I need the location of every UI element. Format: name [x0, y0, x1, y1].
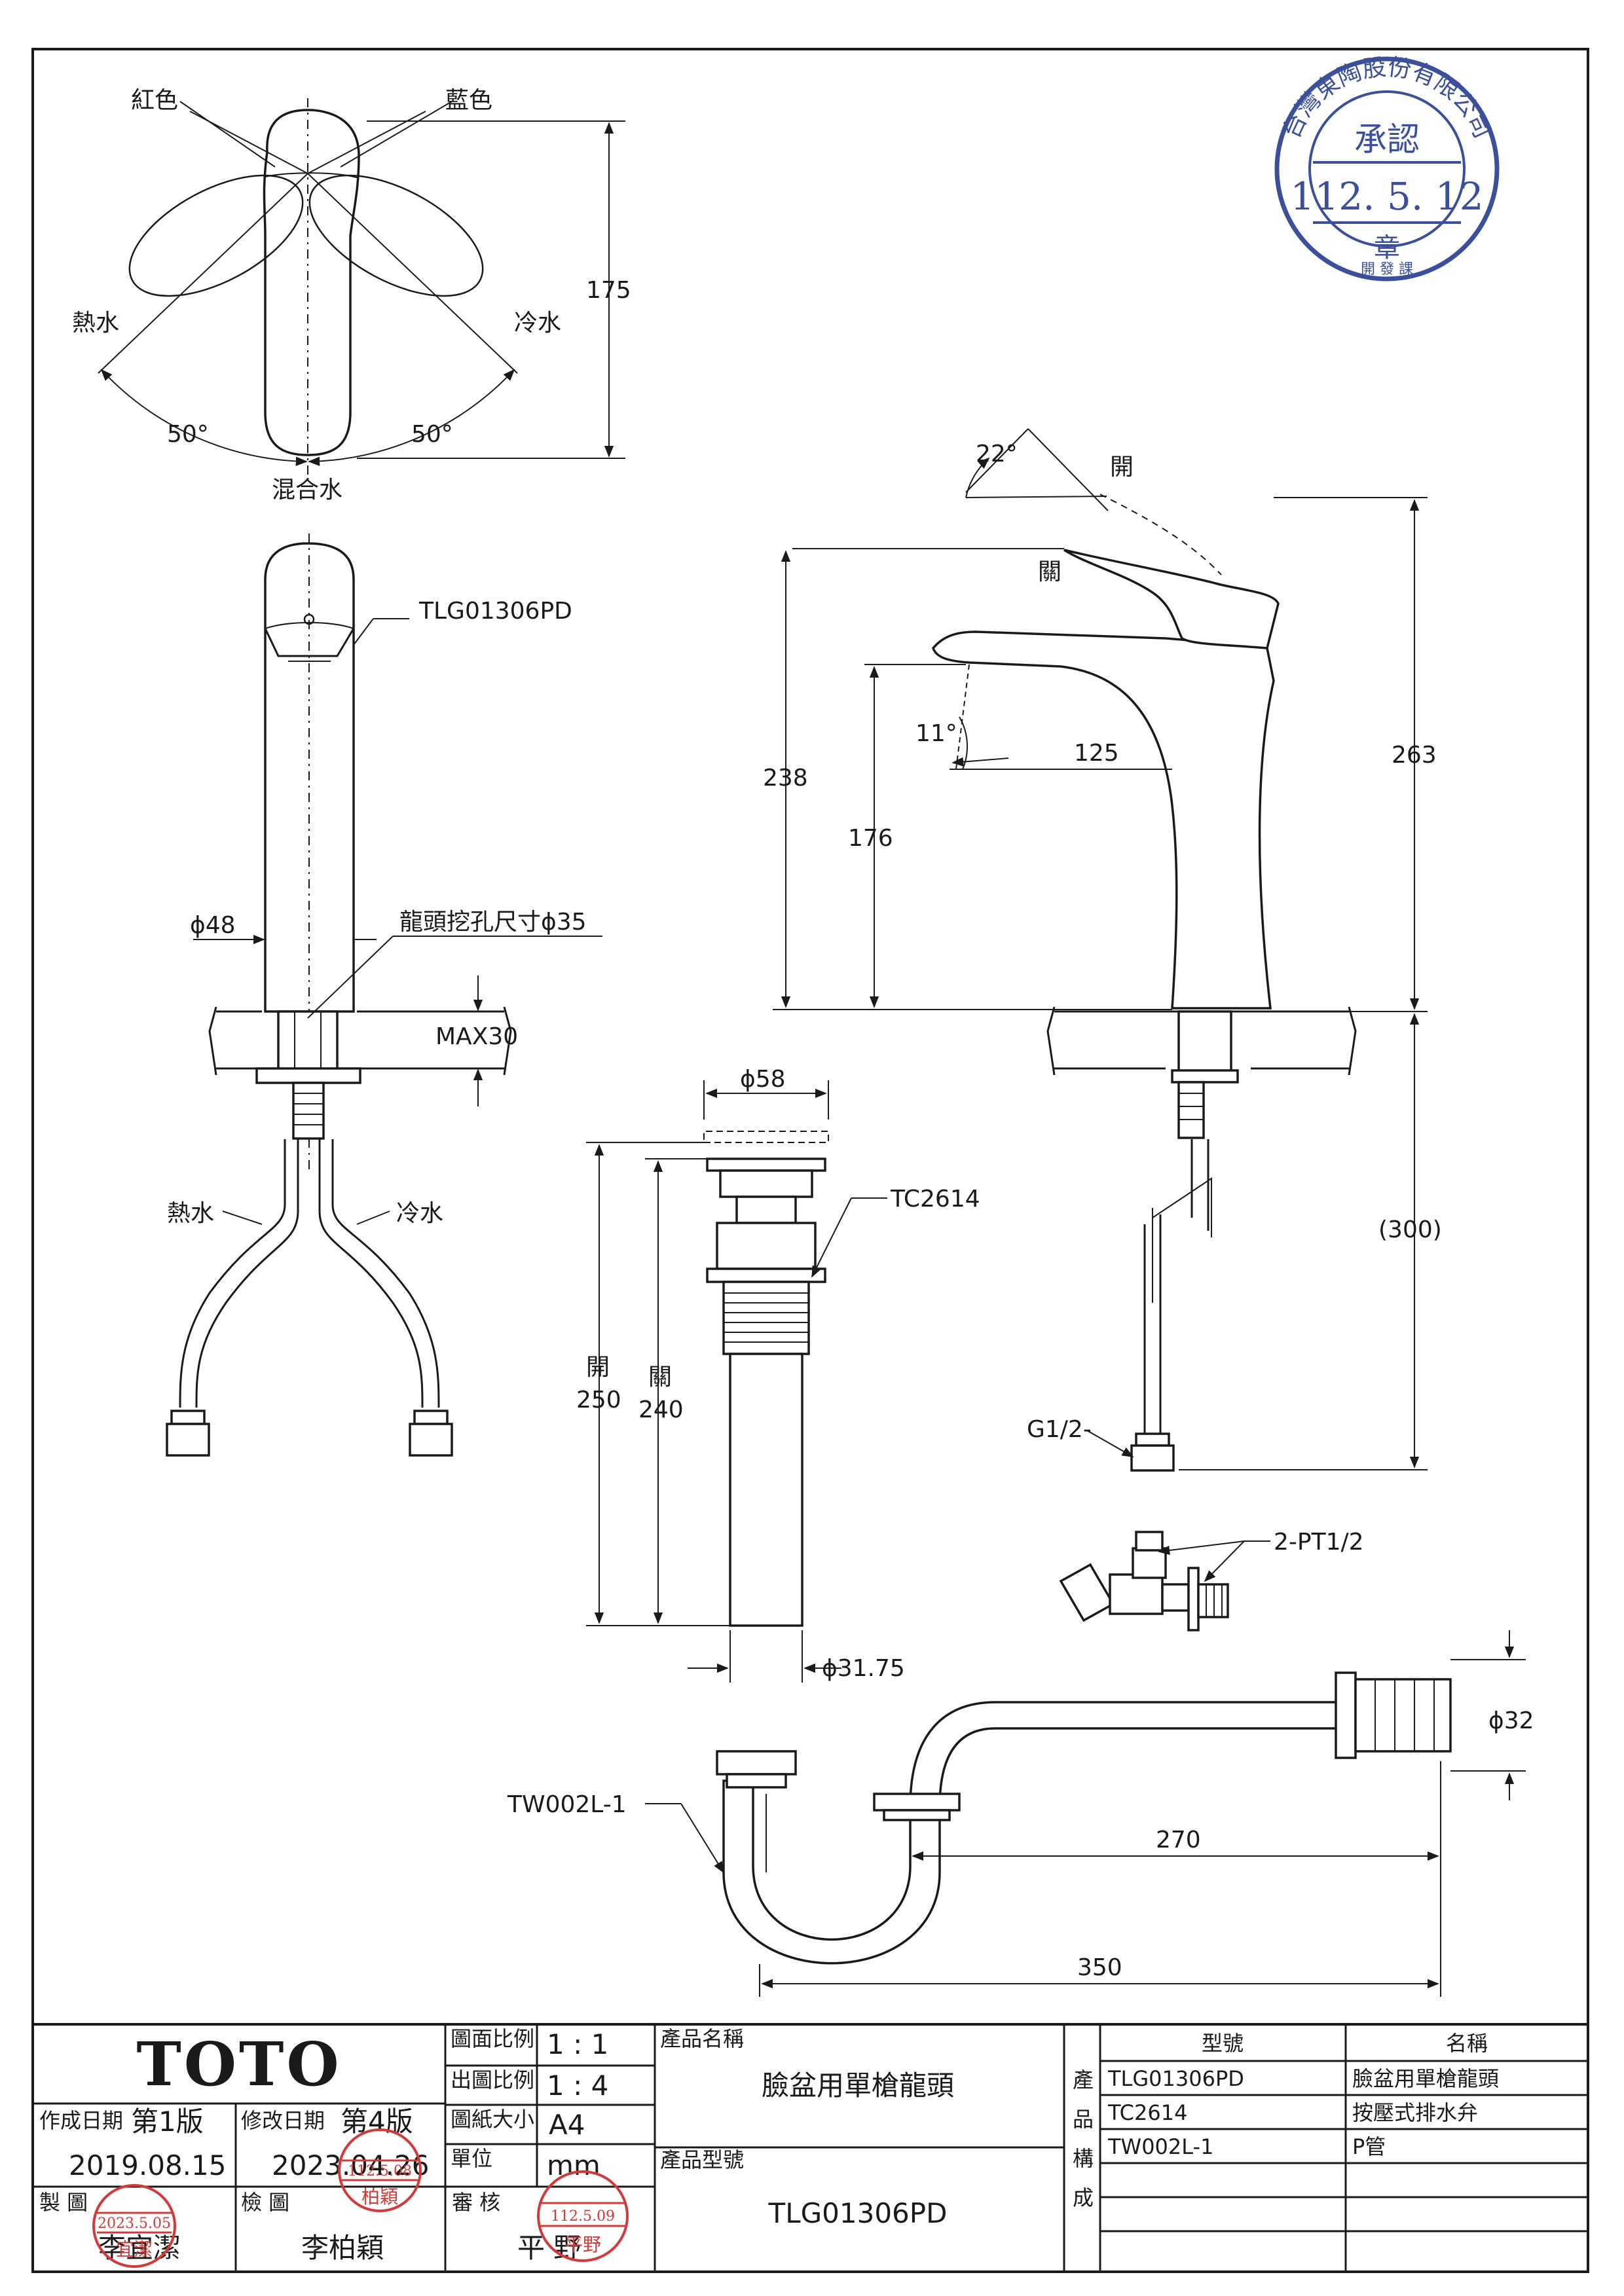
paper-value: A4: [549, 2109, 585, 2141]
label-open: 開: [1110, 454, 1134, 481]
label-angle-left: 50°: [167, 421, 209, 448]
checked-name: 李柏穎: [301, 2232, 384, 2264]
approved-label: 審 核: [452, 2190, 500, 2215]
col-name-header: 名稱: [1446, 2031, 1488, 2056]
stamp-approved: 112.5.09 平野: [537, 2170, 629, 2262]
stamp-title: 承認: [1354, 120, 1420, 158]
label-g12: G1/2-: [1027, 1416, 1092, 1443]
label-red: 紅色: [131, 87, 178, 114]
angle-valve: 2-PT1/2: [1059, 1529, 1364, 1631]
stamp-dept: 開 發 課: [1361, 261, 1413, 278]
label-close: 關: [1038, 558, 1061, 585]
stamp-date: 112. 5. 12: [1290, 174, 1483, 219]
dim-max30: MAX30: [435, 1023, 518, 1050]
trap-model-label: TW002L-1: [507, 1791, 627, 1818]
scale-value: 1 : 1: [547, 2028, 608, 2060]
front-cold-label: 冷水: [396, 1200, 443, 1227]
svg-text:112.5.08: 112.5.08: [348, 2163, 412, 2179]
top-view: 紅色 藍色 熱水 冷水 50° 50° 混合水 175: [72, 87, 631, 503]
valve-label: 2-PT1/2: [1274, 1529, 1364, 1556]
label-angle-right: 50°: [411, 421, 453, 448]
label-drain-close: 關: [648, 1364, 672, 1391]
modified-label: 修改日期: [241, 2108, 325, 2133]
dim-angle-11: 11°: [915, 720, 957, 747]
dim-270: 270: [1156, 1827, 1201, 1853]
checked-label: 檢 圖: [241, 2190, 289, 2215]
dim-240: 240: [638, 1396, 684, 1423]
unit-value: mm: [547, 2149, 600, 2181]
stamp-drawn: 2023.5.05 宜潔: [92, 2184, 176, 2268]
hole-size-label: 龍頭挖孔尺寸ϕ35: [399, 909, 587, 936]
dim-angle-22: 22°: [976, 441, 1018, 467]
svg-text:柏穎: 柏穎: [361, 2186, 398, 2208]
drain-model-label: TC2614: [890, 1186, 980, 1212]
svg-text:2023.5.05: 2023.5.05: [98, 2215, 171, 2232]
created-date: 2019.08.15: [69, 2149, 226, 2181]
drawn-label: 製 圖: [39, 2190, 88, 2215]
stamp-seal: 章: [1374, 233, 1400, 263]
front-view: TLG01306PD ϕ48 龍頭挖孔尺寸ϕ35 MAX30 熱水 冷水: [166, 534, 602, 1457]
col-model-header: 型號: [1202, 2031, 1244, 2056]
unit-label: 單位: [451, 2146, 492, 2171]
scale-label: 圖面比例: [451, 2026, 534, 2051]
product-model: TLG01306PD: [768, 2197, 948, 2229]
label-blue: 藍色: [445, 87, 492, 114]
side-view: 22° 開 關 11° 125 238 176 263 (300) G1/2-: [763, 428, 1442, 1472]
created-version: 第1版: [131, 2105, 204, 2138]
composition-label: 產品構成: [1069, 2069, 1094, 2226]
label-cold: 冷水: [514, 310, 561, 337]
title-block: TOTO 作成日期 第1版 2019.08.15 修改日期 第4版 2023.0…: [31, 2023, 1589, 2273]
dim-250: 250: [576, 1387, 621, 1413]
dim-phi32: ϕ32: [1488, 1707, 1534, 1734]
modified-version: 第4版: [341, 2105, 413, 2138]
label-drain-open: 開: [586, 1354, 610, 1381]
toto-logo: TOTO: [136, 2029, 341, 2100]
modified-date: 2023.04.26: [272, 2149, 429, 2181]
print-scale-value: 1 : 4: [547, 2069, 608, 2102]
svg-text:112.5.09: 112.5.09: [551, 2208, 615, 2225]
product-name: 臉盆用單槍龍頭: [762, 2069, 954, 2102]
label-mixed: 混合水: [272, 477, 342, 503]
created-label: 作成日期: [39, 2108, 123, 2133]
dim-176: 176: [848, 825, 893, 852]
row1-model: TLG01306PD: [1107, 2066, 1244, 2091]
front-model-label: TLG01306PD: [418, 598, 572, 625]
product-name-label: 產品名稱: [660, 2026, 744, 2051]
dim-phi48: ϕ48: [190, 912, 236, 939]
row2-model: TC2614: [1107, 2100, 1187, 2125]
row3-model: TW002L-1: [1107, 2134, 1213, 2159]
dim-125: 125: [1074, 740, 1119, 767]
row1-name: 臉盆用單槍龍頭: [1352, 2066, 1499, 2091]
stamp-checked: 112.5.08 柏穎: [338, 2128, 422, 2212]
dim-175: 175: [586, 277, 631, 304]
dim-238: 238: [763, 765, 808, 792]
dim-263: 263: [1392, 742, 1437, 769]
paper-label: 圖紙大小: [451, 2107, 534, 2132]
front-hot-label: 熱水: [167, 1200, 214, 1227]
p-trap: TW002L-1 ϕ32 270 350: [507, 1630, 1534, 1997]
dim-300: (300): [1378, 1216, 1442, 1243]
print-scale-label: 出圖比例: [451, 2068, 534, 2092]
label-hot: 熱水: [72, 310, 119, 337]
approval-stamp: 台灣東陶股份有限公司 承認 112. 5. 12 章 開 發 課: [1274, 54, 1500, 282]
dim-phi58: ϕ58: [740, 1066, 786, 1093]
drain-view: ϕ58 TC2614 開 250 關 240 ϕ31.75: [576, 1066, 980, 1683]
row2-name: 按壓式排水弁: [1352, 2100, 1478, 2125]
row3-name: P管: [1352, 2134, 1386, 2159]
dim-350: 350: [1077, 1954, 1122, 1981]
svg-text:宜潔: 宜潔: [116, 2238, 153, 2260]
product-model-label: 產品型號: [660, 2147, 744, 2172]
svg-text:平野: 平野: [564, 2234, 601, 2255]
dim-phi3175: ϕ31.75: [822, 1655, 905, 1682]
